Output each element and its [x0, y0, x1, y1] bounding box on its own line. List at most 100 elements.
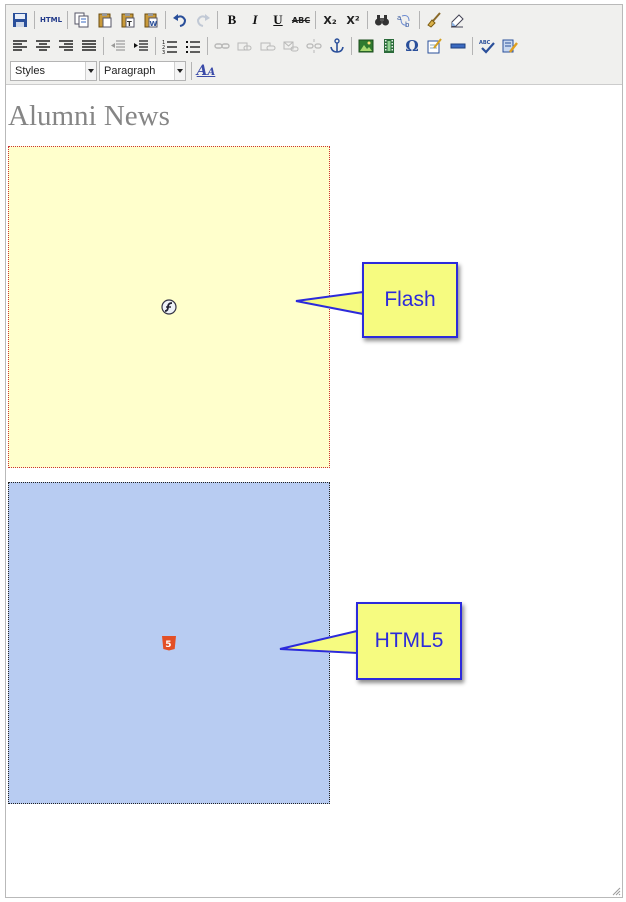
align-right-button[interactable]	[56, 36, 76, 56]
html-source-icon: HTML	[39, 16, 63, 24]
svg-text:ABC: ABC	[479, 40, 491, 46]
paste-button[interactable]	[95, 10, 115, 30]
insert-image-button[interactable]	[356, 36, 376, 56]
paragraph-format-select[interactable]: Paragraph	[99, 61, 186, 81]
html5-icon: 5	[162, 636, 176, 651]
link-email-button[interactable]	[281, 36, 301, 56]
unordered-list-button[interactable]	[183, 36, 203, 56]
svg-text:T: T	[127, 20, 132, 28]
toolbar-separator	[191, 62, 192, 80]
copy-icon	[74, 12, 89, 28]
chevron-down-icon[interactable]	[174, 62, 185, 80]
spellcheck-button[interactable]: ABC	[477, 36, 497, 56]
insert-media-button[interactable]	[379, 36, 399, 56]
paste-text-button[interactable]: T	[118, 10, 138, 30]
superscript-button[interactable]: X²	[346, 13, 360, 27]
flash-embed-placeholder[interactable]	[8, 146, 330, 468]
subscript-button[interactable]: X₂	[323, 13, 337, 27]
page-title: Alumni News	[8, 100, 170, 132]
omega-icon: Ω	[405, 37, 419, 55]
horizontal-rule-button[interactable]	[448, 36, 468, 56]
toolbar-row-3: Styles Paragraph AA	[10, 60, 219, 82]
bold-button[interactable]: B	[227, 12, 237, 27]
paste-icon	[98, 13, 112, 28]
anchor-button[interactable]	[327, 36, 347, 56]
binoculars-icon	[375, 15, 389, 26]
remove-link-button[interactable]	[304, 36, 324, 56]
horizontal-rule-icon	[450, 43, 466, 49]
align-center-button[interactable]	[33, 36, 53, 56]
document-link-icon	[260, 42, 276, 51]
undo-button[interactable]	[170, 10, 190, 30]
edit-template-button[interactable]	[425, 36, 445, 56]
unlink-icon	[237, 42, 252, 51]
font-size-button[interactable]: AA	[196, 61, 216, 81]
toolbar-separator	[165, 11, 166, 29]
remove-format-button[interactable]	[447, 10, 467, 30]
outdent-icon	[111, 40, 125, 51]
indent-icon	[134, 40, 148, 51]
unlink-button[interactable]	[235, 36, 255, 56]
callout-joint	[364, 291, 368, 313]
flash-callout-label: Flash	[384, 288, 436, 311]
paste-word-icon: W	[144, 13, 158, 28]
indent-button[interactable]	[131, 36, 151, 56]
text-replace-button[interactable]	[500, 36, 520, 56]
html5-video-placeholder[interactable]: 5	[8, 482, 330, 804]
redo-button[interactable]	[193, 10, 213, 30]
svg-text:b: b	[405, 21, 410, 28]
callout-joint	[358, 630, 362, 652]
chevron-down-icon[interactable]	[85, 62, 96, 80]
special-character-button[interactable]: Ω	[402, 36, 422, 56]
insert-anchor-link-button[interactable]	[258, 36, 278, 56]
italic-button[interactable]: I	[252, 12, 258, 27]
paste-word-button[interactable]: W	[141, 10, 161, 30]
strikethrough-button[interactable]: ABC	[291, 15, 311, 25]
pencil-list-icon	[502, 39, 518, 53]
editor-content-area[interactable]: Alumni News 5 Flash HTML5	[6, 86, 622, 897]
save-button[interactable]	[10, 10, 30, 30]
paste-text-icon: T	[121, 13, 135, 28]
styles-select[interactable]: Styles	[10, 61, 97, 81]
edit-document-icon	[427, 38, 442, 54]
html-source-button[interactable]: HTML	[39, 10, 63, 30]
toolbar-separator	[367, 11, 368, 29]
svg-text:2: 2	[162, 45, 165, 51]
unordered-list-icon	[186, 41, 200, 53]
copy-button[interactable]	[72, 10, 92, 30]
find-button[interactable]	[372, 10, 392, 30]
image-icon	[358, 39, 374, 53]
svg-text:a: a	[397, 14, 401, 22]
toolbar-separator	[472, 37, 473, 55]
anchor-icon	[330, 38, 344, 53]
toolbar-row-1: HTML T W B I U	[10, 9, 470, 31]
editor-toolbar: HTML T W B I U	[6, 5, 622, 85]
svg-text:3: 3	[162, 50, 165, 54]
underline-button[interactable]: U	[273, 12, 283, 27]
link-button[interactable]	[212, 36, 232, 56]
align-justify-button[interactable]	[79, 36, 99, 56]
toolbar-separator	[419, 11, 420, 29]
toolbar-separator	[103, 37, 104, 55]
align-left-button[interactable]	[10, 36, 30, 56]
font-size-sub-label: A	[207, 67, 216, 78]
film-strip-icon	[384, 39, 394, 53]
save-icon	[13, 13, 27, 27]
svg-text:5: 5	[165, 640, 171, 650]
font-size-label: A	[196, 63, 208, 79]
rich-text-editor: HTML T W B I U	[5, 4, 623, 898]
toolbar-separator	[217, 11, 218, 29]
flash-callout: Flash	[362, 262, 458, 338]
broom-icon	[427, 12, 441, 28]
svg-text:W: W	[150, 20, 158, 28]
toolbar-separator	[34, 11, 35, 29]
outdent-button[interactable]	[108, 36, 128, 56]
cleanup-button[interactable]	[424, 10, 444, 30]
styles-select-value: Styles	[15, 65, 45, 77]
email-link-icon	[283, 41, 299, 52]
resize-grip-icon[interactable]	[611, 886, 621, 896]
undo-icon	[173, 14, 187, 27]
